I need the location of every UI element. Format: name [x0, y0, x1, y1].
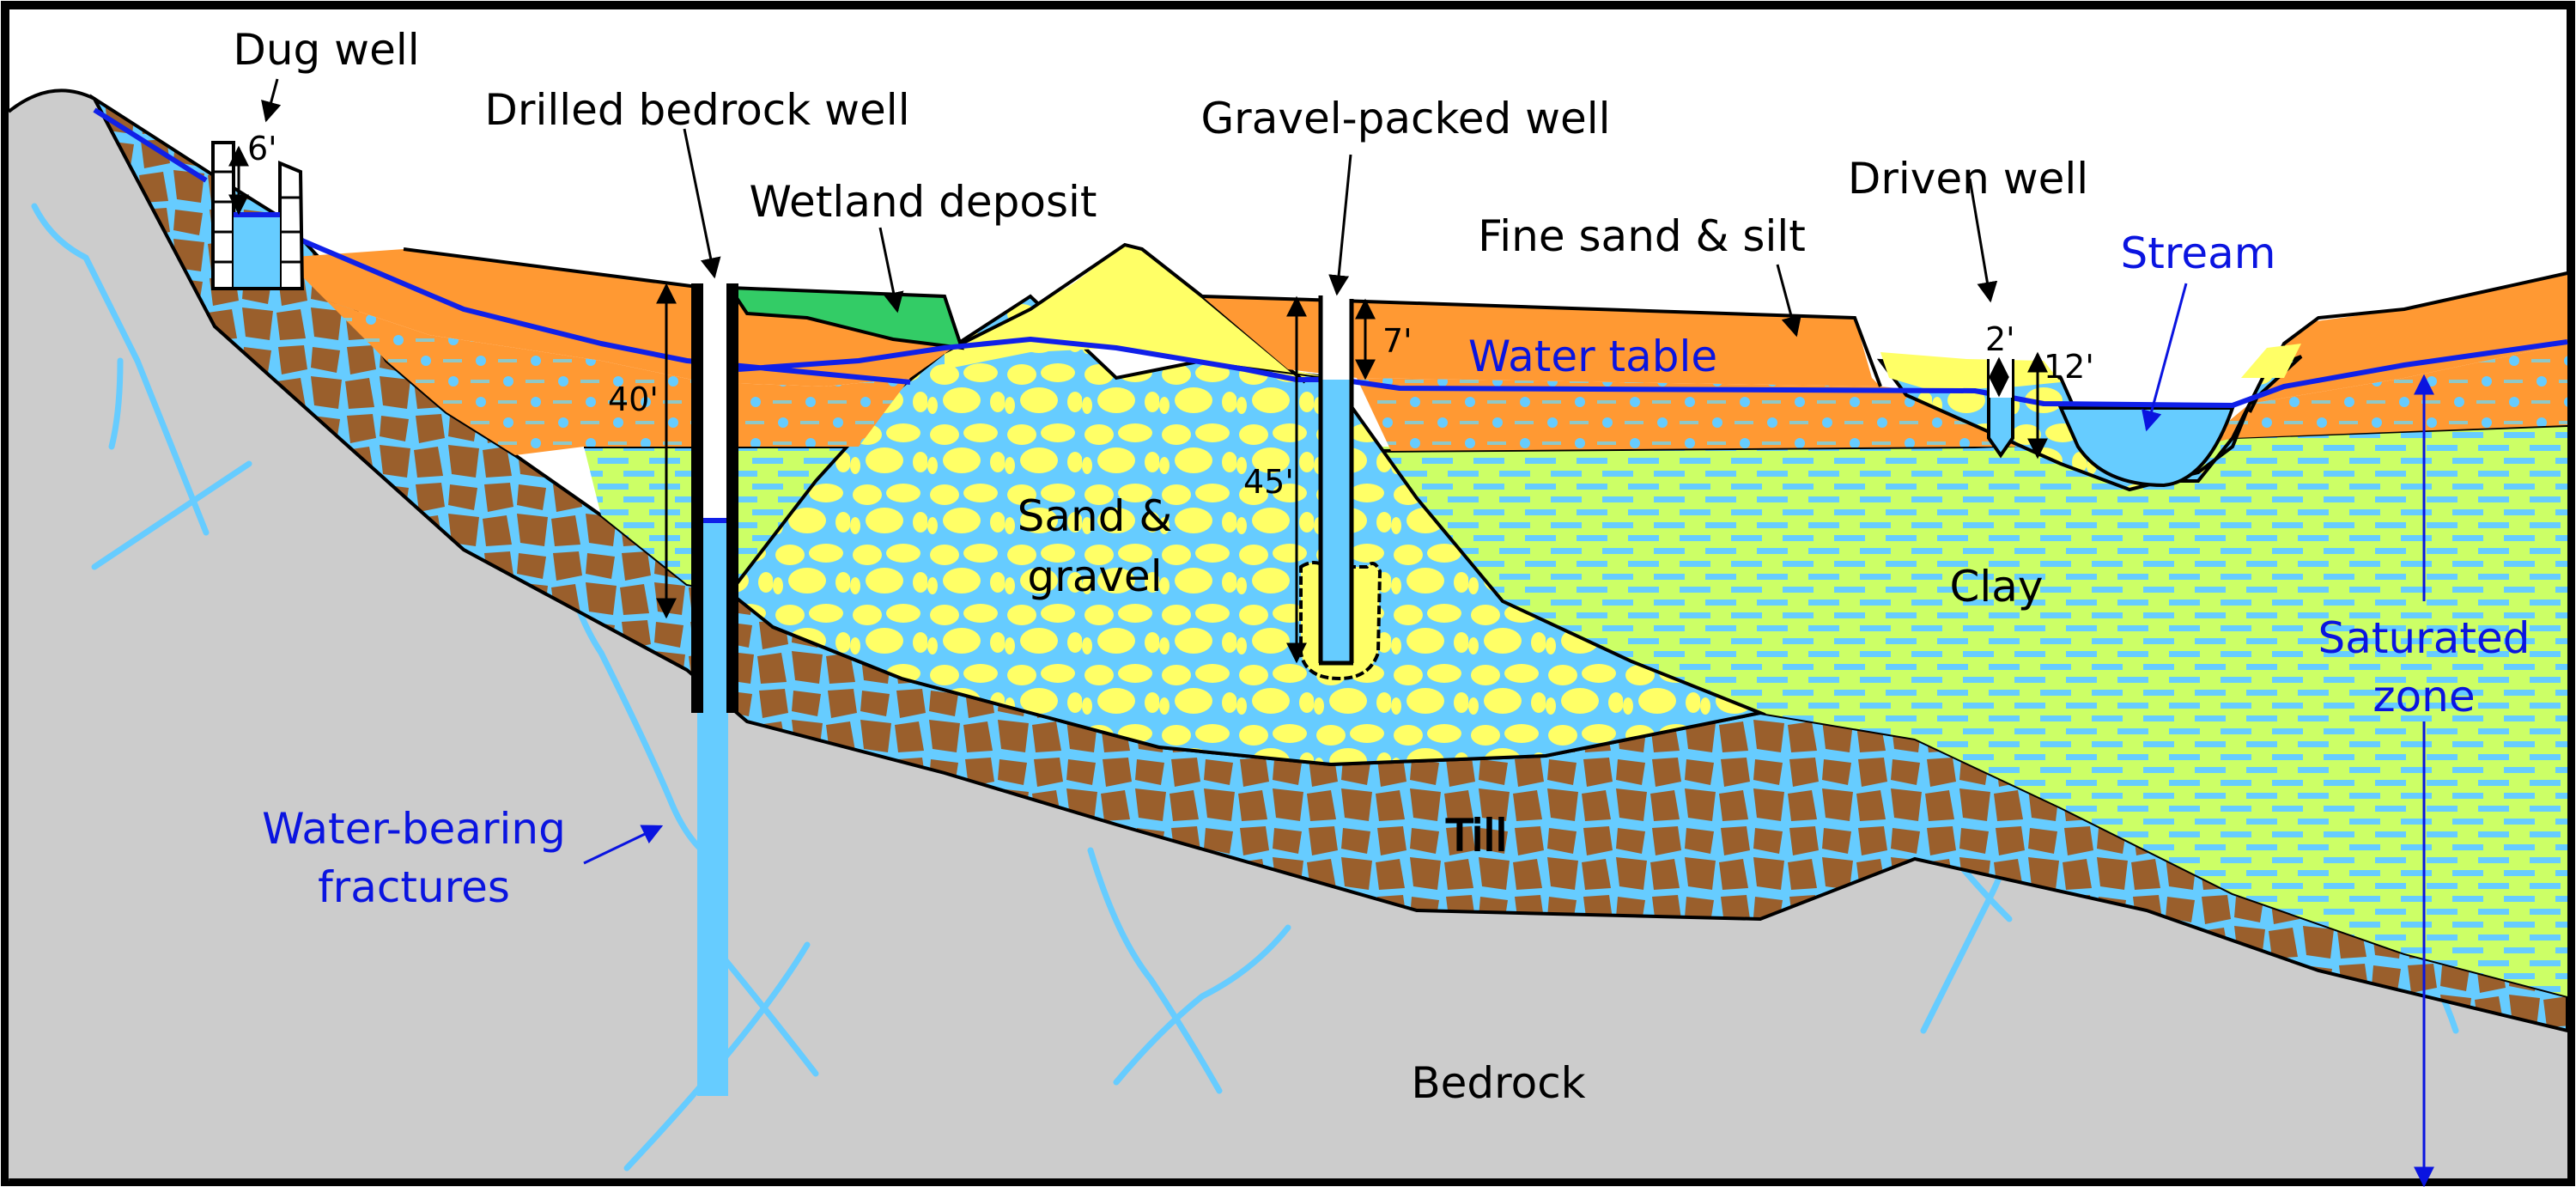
- dug-well: [211, 141, 305, 290]
- drilled-well-casing-left: [691, 283, 703, 713]
- depth-gravel-water: 7': [1382, 322, 1413, 360]
- stream-water: [2057, 406, 2235, 488]
- label-water-table: Water table: [1468, 332, 1717, 381]
- wetland-deposit: [726, 285, 964, 350]
- label-water-bearing-2: fractures: [318, 862, 510, 912]
- fine-sand-silt-far-right: [2250, 275, 2567, 404]
- label-sand-gravel-1: Sand &: [1018, 491, 1173, 541]
- label-saturated-zone-2: zone: [2372, 672, 2475, 721]
- label-gravel-packed-well: Gravel-packed well: [1200, 94, 1610, 143]
- label-bedrock: Bedrock: [1411, 1058, 1585, 1108]
- gravel-well-water: [1321, 380, 1352, 663]
- drilled-bedrock-well: [691, 283, 738, 1096]
- label-saturated-zone-1: Saturated: [2318, 613, 2530, 663]
- fine-sand-saturated-far-right: [2198, 344, 2567, 447]
- depth-drilled-well: 40': [608, 380, 659, 418]
- label-clay: Clay: [1949, 562, 2043, 612]
- label-sand-gravel-2: gravel: [1027, 551, 1162, 601]
- drilled-well-casing-right: [726, 283, 738, 713]
- depth-gravel-total: 45': [1243, 463, 1294, 501]
- dug-well-water: [234, 215, 280, 289]
- fine-sand-silt-left: [283, 249, 953, 387]
- label-till: Till: [1446, 811, 1508, 861]
- fine-sand-saturated-right: [1357, 378, 2044, 451]
- depth-dug-well: 6': [247, 130, 277, 167]
- label-stream: Stream: [2121, 228, 2276, 278]
- dimension-arrows: [228, 145, 2048, 664]
- bedrock-layer: [9, 90, 2567, 1182]
- gravel-packed-well: [1299, 295, 1382, 681]
- driven-well: [1987, 359, 2014, 459]
- label-driven-well: Driven well: [1848, 154, 2088, 204]
- sand-cap: [945, 245, 1331, 378]
- callout-arrows: [261, 78, 2188, 865]
- label-wetland-deposit: Wetland deposit: [749, 177, 1097, 227]
- stream-bank-sand-left: [1880, 352, 2061, 391]
- fine-sand-saturated-left: [326, 301, 910, 455]
- label-drilled-bedrock-well: Drilled bedrock well: [484, 85, 909, 135]
- label-water-bearing-1: Water-bearing: [262, 804, 566, 854]
- stream-bank-sand-right: [2241, 344, 2301, 378]
- depth-driven-total: 12': [2044, 348, 2094, 386]
- label-fine-sand-silt: Fine sand & silt: [1478, 211, 1806, 261]
- depth-driven-water: 2': [1985, 320, 2015, 358]
- label-dug-well: Dug well: [233, 25, 419, 75]
